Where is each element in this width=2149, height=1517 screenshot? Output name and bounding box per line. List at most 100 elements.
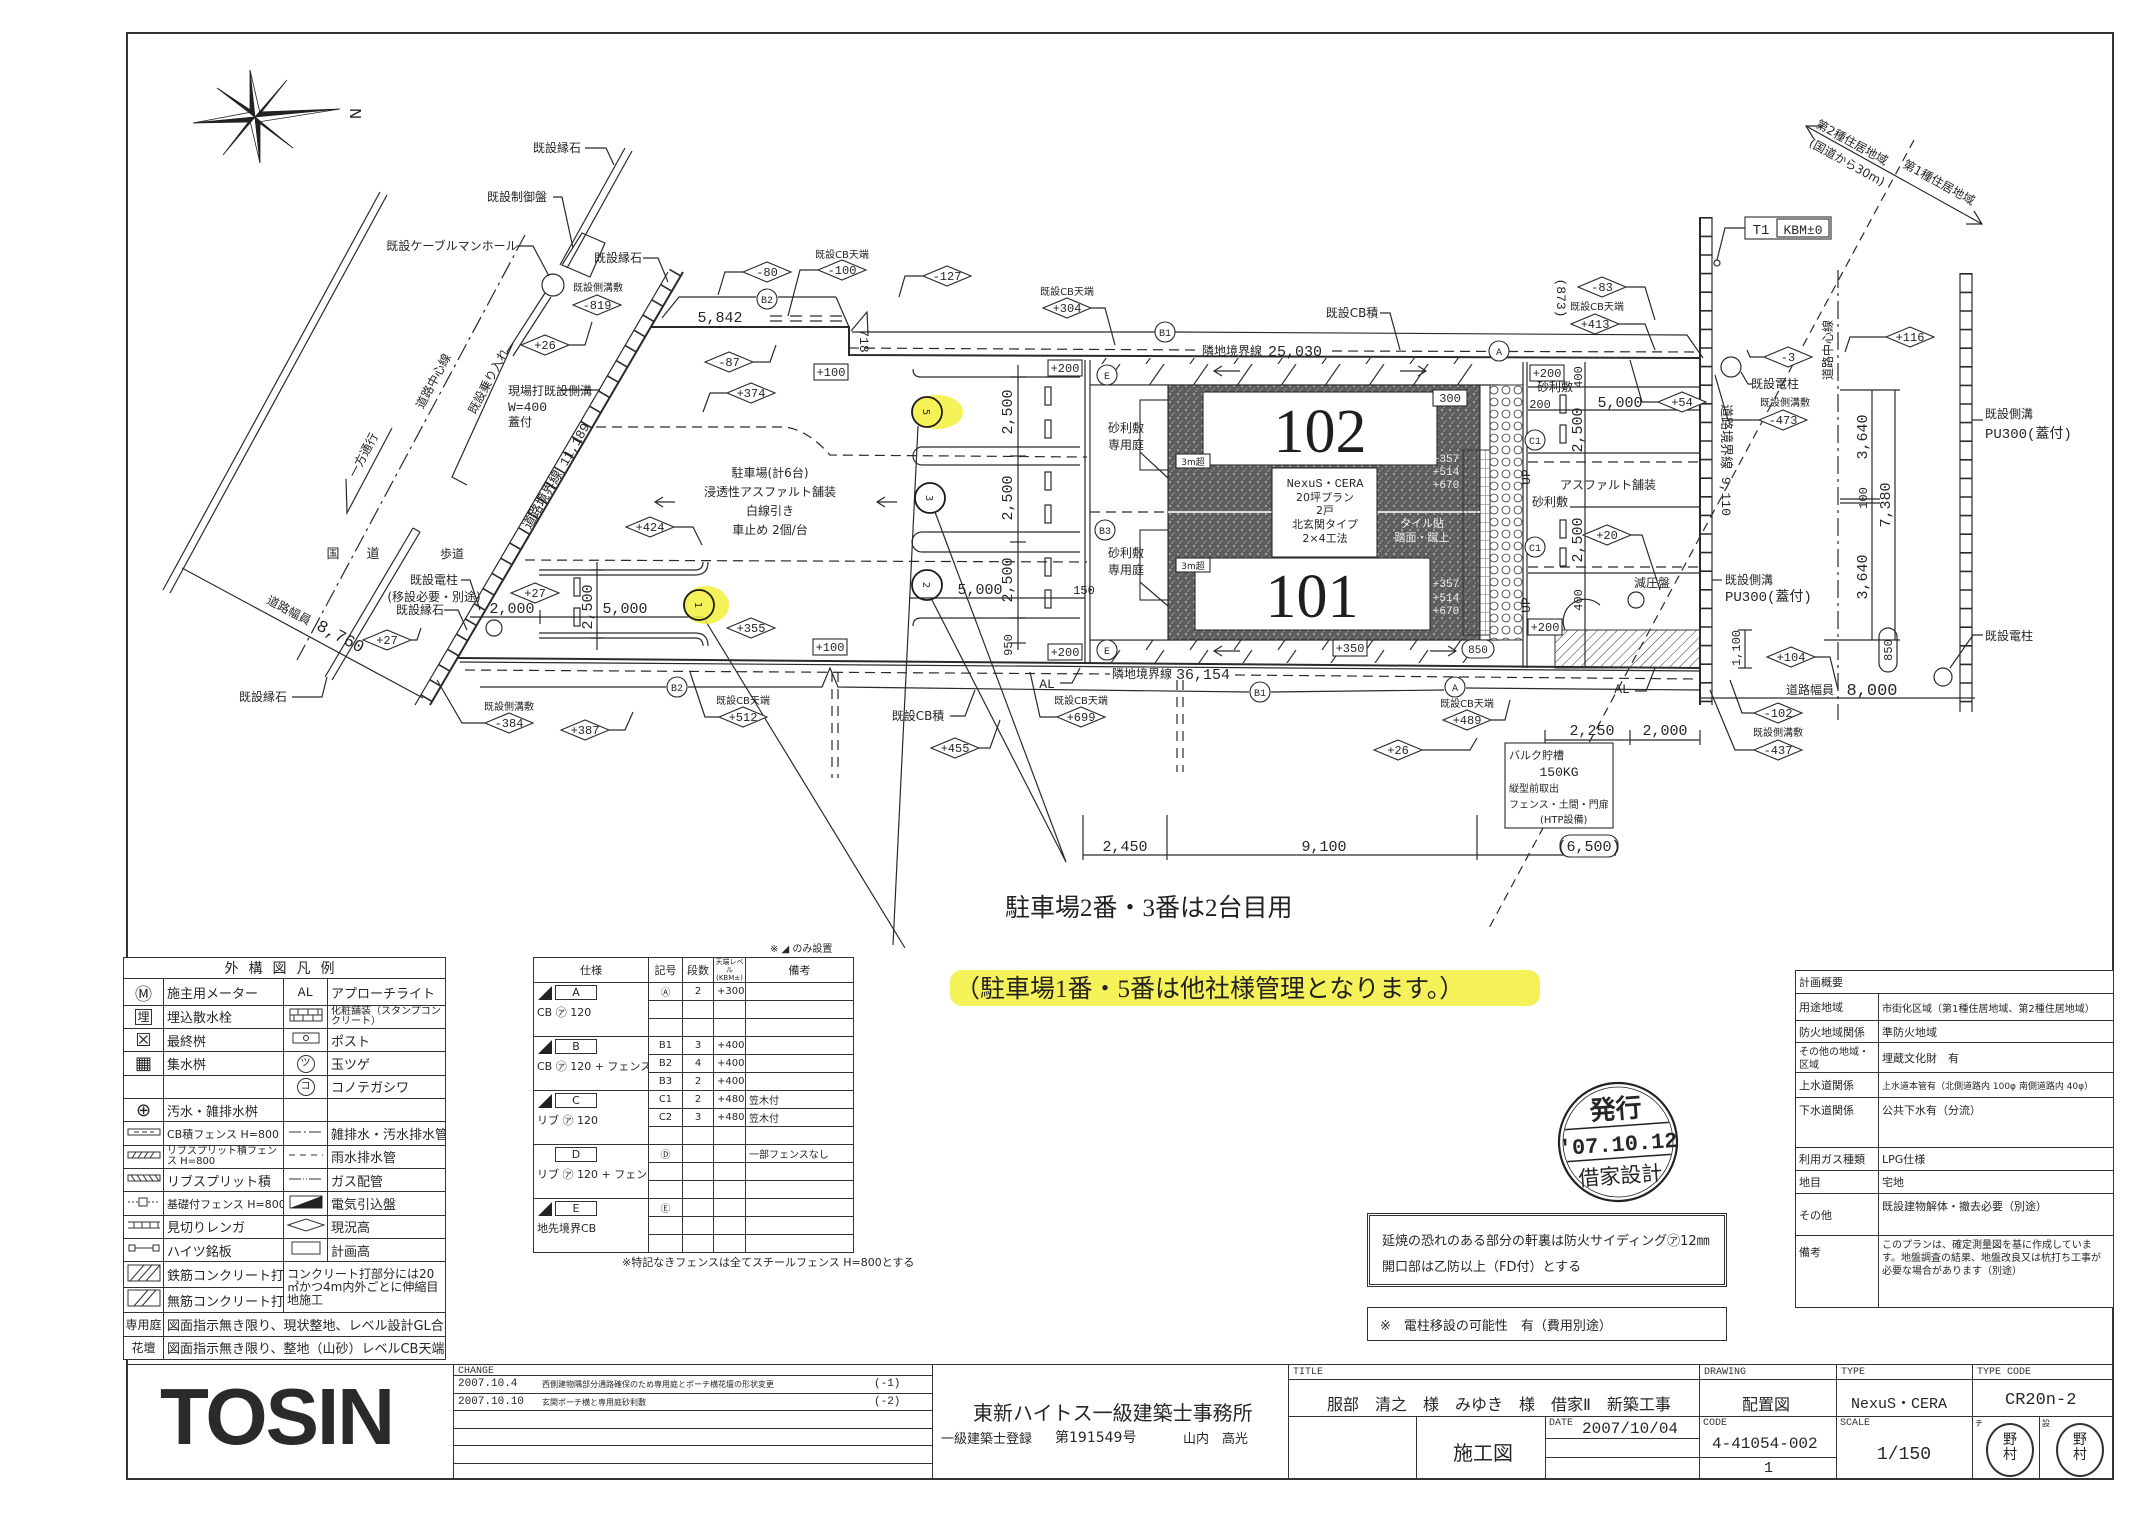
label-curb: 既設縁石 — [533, 140, 581, 155]
elevation-marker: +699 — [1055, 706, 1107, 728]
fence-spec-footnote: ※特記なきフェンスは全てスチールフェンス H=800とする — [622, 1256, 915, 1269]
east-boundary-dim: 道路境界線 9,110 — [1718, 404, 1734, 516]
office-name: 東新ハイトス一級建築士事務所 — [973, 1401, 1253, 1425]
spec-level: +480 — [713, 1090, 746, 1109]
elevation-value: +413 — [1581, 318, 1610, 332]
label-gravel: 砂利敷 — [1108, 545, 1144, 560]
dim-walk-850: 850 — [1468, 645, 1488, 657]
elevation-marker: -3 — [1762, 346, 1814, 368]
spec-mark: Ⓐ — [648, 982, 683, 1001]
planned-level-value: +200 — [1051, 362, 1080, 376]
elevation-marker: +489 — [1441, 709, 1493, 731]
bottom-dimensions — [1082, 742, 1619, 860]
unit-101-label: 101 — [1266, 563, 1359, 631]
dim-873: (873) — [1553, 278, 1568, 317]
power-panel-icon — [283, 1191, 328, 1216]
summary-key: 用途地域 — [1795, 993, 1879, 1021]
label-gas-regulator: 減圧盤 — [1634, 575, 1670, 590]
fire-note-line-1: 延焼の恐れのある部分の軒裏は防火サイディング㋐12㎜ — [1382, 1234, 1710, 1249]
plan-summary-table: 計画概要 用途地域市街化区域（第1種住居地域、第2種住居地域） 防火地域関係準防… — [1795, 970, 2114, 1308]
legend-label: ポスト — [327, 1028, 446, 1053]
rc-concrete-icon — [123, 1261, 164, 1288]
spec-mark: B2 — [648, 1054, 683, 1073]
note-parking-2-3: 駐車場2番・3番は2台目用 — [1005, 894, 1293, 922]
summary-key: 地目 — [1795, 1170, 1879, 1194]
east-gutter — [1699, 217, 1713, 705]
elevation-value: -80 — [756, 266, 778, 280]
elevation-value: -83 — [1591, 281, 1613, 295]
dim-150: 150 — [1073, 584, 1095, 598]
label-private-garden: 専用庭 — [1108, 562, 1144, 577]
dim-400: 400 — [1572, 589, 1586, 611]
elevation-marker: +26 — [519, 334, 571, 356]
legend-label: CB積フェンス H=800 — [163, 1121, 284, 1146]
elevation-value: +424 — [636, 521, 665, 535]
bulk-tank-capacity: 150KG — [1539, 765, 1578, 780]
office-cell: 東新ハイトス一級建築士事務所 一級建築士登録 第191549号 山内 高光 — [932, 1364, 1289, 1479]
planned-level-marker: 300 — [1432, 389, 1468, 407]
benchmark-id: T1 — [1753, 223, 1770, 239]
west-gutter — [414, 268, 684, 709]
spec-remarks: 笠木付 — [745, 1090, 854, 1109]
elevation-value: +489 — [1453, 714, 1482, 728]
spec-remarks: 一部フェンスなし — [745, 1144, 854, 1163]
parking-number: 3 — [914, 482, 946, 514]
planned-level-value: +100 — [816, 641, 845, 655]
fence-marker: B1 — [1154, 321, 1176, 343]
parking-number-value: 2 — [920, 582, 931, 588]
nameplate-icon — [123, 1238, 164, 1263]
sprinkler-icon: 埋 — [123, 1004, 164, 1030]
dim-9100: 9,100 — [1301, 839, 1346, 856]
spec-level: +480 — [713, 1108, 746, 1127]
annotations: 駐車場2番・3番は2台目用 （駐車場1番・5番は他社様管理となります。） — [950, 894, 1540, 1006]
logo-cell: TOSIN — [127, 1364, 454, 1479]
dim-400: 400 — [1572, 366, 1586, 388]
elevation-marker: +304 — [1041, 297, 1093, 319]
elevation-marker: +512 — [717, 706, 769, 728]
north-boundary-label: 隣地境界線 — [1202, 343, 1262, 358]
north-label: N — [346, 108, 364, 119]
elevation-value: +20 — [1596, 529, 1618, 543]
fence-marker-code: B2 — [761, 296, 773, 307]
label-gutter-bed: 既設側溝敷 — [1753, 726, 1803, 739]
legend-label: 電気引込盤 — [327, 1191, 446, 1216]
summary-value: 埋蔵文化財 有 — [1878, 1042, 2114, 1073]
spec-mark: Ⓔ — [648, 1198, 683, 1217]
leader-lines — [292, 147, 1983, 949]
final-basin-icon: ☒ — [123, 1028, 164, 1053]
bulk-tank-works: フェンス・土間・門扉 — [1509, 798, 1609, 811]
elevation-marker: +424 — [624, 516, 676, 538]
rain-pipe-icon — [283, 1144, 328, 1170]
gas-pipe-icon — [283, 1168, 328, 1193]
fence-marker-code: B2 — [671, 684, 683, 695]
type-code-cell: TYPE CODE CR20n-2 — [1972, 1364, 2113, 1417]
step-level: +514 — [1433, 467, 1460, 479]
dim-road-3640: 3,640 — [1855, 554, 1872, 599]
dim-road-3640: 3,640 — [1855, 414, 1872, 459]
label-cb-top: 既設CB天端 — [1040, 285, 1094, 298]
label-up: UP — [1519, 597, 1534, 613]
label-setback: 3m超 — [1181, 456, 1205, 468]
bulk-tank-equipment: (HTP設備) — [1540, 813, 1588, 826]
change-label: CHANGE — [458, 1366, 495, 1377]
model-method: 2×4工法 — [1302, 531, 1347, 545]
stage-cell: 施工図 — [1416, 1416, 1546, 1479]
benchmark-value: KBM±0 — [1783, 223, 1822, 238]
planned-level-marker: +200 — [1529, 364, 1565, 382]
spec-courses — [682, 1198, 714, 1217]
fence-markers: B2 B1 E E B3 A C1 C1 B2 B1 A — [666, 288, 1546, 703]
legend-title: 外構図凡例 — [123, 956, 446, 980]
company-logo: TOSIN — [160, 1372, 395, 1461]
legend-label: 無筋コンクリート打 — [163, 1286, 284, 1314]
summary-key: 下水道関係 — [1795, 1097, 1879, 1148]
planned-level-value: +200 — [1051, 646, 1080, 660]
parking-lines: 白線引き — [746, 503, 794, 518]
parking-paving: 浸透性アスファルト舗装 — [704, 485, 836, 499]
legend-label: 見切りレンガ — [163, 1214, 284, 1240]
dim-step: 718 — [856, 329, 871, 352]
label-gutter-bed: 既設側溝敷 — [1760, 396, 1810, 409]
fence-marker-code: E — [1104, 372, 1110, 383]
change-description: 玄関ポーチ横と専用庭砂利敷 — [542, 1398, 646, 1407]
legend-label: 基礎付フェンス H=800 — [163, 1191, 284, 1216]
